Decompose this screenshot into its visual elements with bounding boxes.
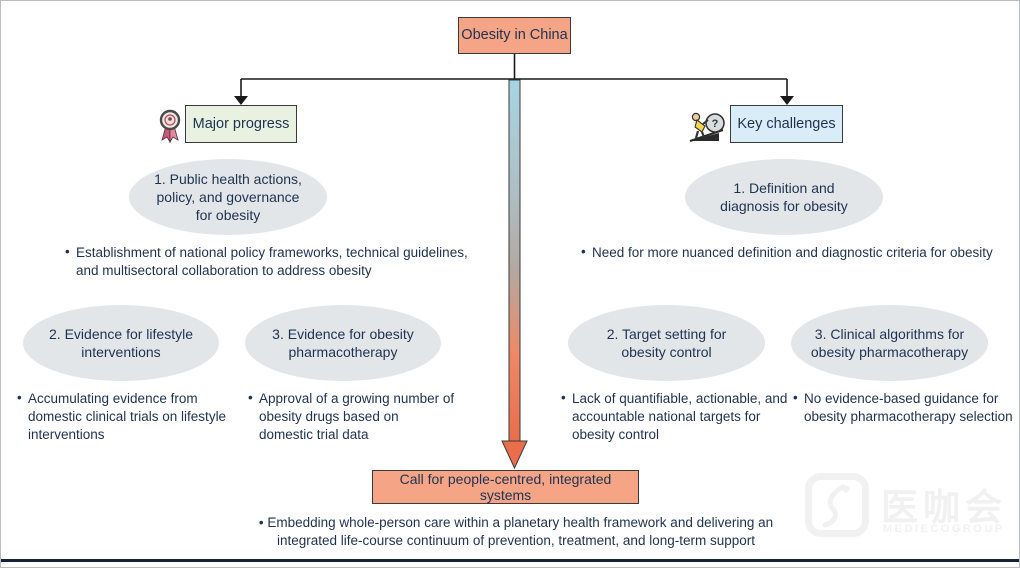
- right-bullet-2: Lack of quantifiable, actionable, and ac…: [559, 389, 791, 443]
- major-progress-label: Major progress: [192, 115, 290, 132]
- watermark-logo-frame: [805, 473, 869, 537]
- right-node-2-label: 2. Target setting for obesity control: [606, 325, 727, 360]
- watermark-english-text: MEDIECOGROUP: [883, 523, 1005, 535]
- medal-icon: [156, 109, 184, 148]
- left-bullet-1: Establishment of national policy framewo…: [63, 243, 481, 280]
- gradient-flow-bar: [508, 79, 521, 443]
- gradient-flow-arrowhead-icon: [501, 440, 528, 470]
- right-node-3-clinical-algorithms: 3. Clinical algorithms for obesity pharm…: [791, 305, 988, 381]
- left-node-2-lifestyle: 2. Evidence for lifestyle interventions: [23, 305, 219, 381]
- left-node-3-pharmacotherapy: 3. Evidence for obesity pharmacotherapy: [245, 305, 441, 381]
- left-node-1-public-health: 1. Public health actions, policy, and go…: [129, 159, 327, 235]
- right-node-1-definition: 1. Definition and diagnosis for obesity: [685, 159, 883, 235]
- root-box-label: Obesity in China: [461, 27, 568, 44]
- right-node-3-label: 3. Clinical algorithms for obesity pharm…: [810, 325, 969, 360]
- call-box-people-centred: Call for people-centred, integrated syst…: [372, 470, 639, 504]
- watermark: 医咖会 MEDIECOGROUP: [799, 469, 1004, 561]
- left-bullet-3: Approval of a growing number of obesity …: [246, 389, 456, 443]
- svg-text:?: ?: [712, 118, 719, 130]
- left-arrowhead-icon: [234, 96, 248, 105]
- right-bullet-3: No evidence-based guidance for obesity p…: [791, 389, 1016, 426]
- right-node-1-label: 1. Definition and diagnosis for obesity: [720, 179, 848, 214]
- left-node-3-label: 3. Evidence for obesity pharmacotherapy: [272, 325, 414, 360]
- key-challenges-label: Key challenges: [737, 115, 836, 132]
- bottom-rule: [1, 559, 1019, 562]
- key-challenges-header: Key challenges: [730, 105, 843, 143]
- left-node-2-label: 2. Evidence for lifestyle interventions: [49, 325, 193, 360]
- right-arrowhead-icon: [780, 96, 794, 105]
- right-bullet-1: Need for more nuanced definition and dia…: [579, 243, 1019, 262]
- root-box-obesity-in-china: Obesity in China: [458, 17, 571, 54]
- footer-bullet: Embedding whole-person care within a pla…: [246, 514, 786, 550]
- call-box-label: Call for people-centred, integrated syst…: [399, 470, 612, 503]
- left-bullet-2: Accumulating evidence from domestic clin…: [15, 389, 233, 443]
- left-node-1-label: 1. Public health actions, policy, and go…: [154, 170, 302, 224]
- person-pushing-boulder-icon: ?: [689, 107, 729, 150]
- watermark-logo-glyph: [822, 484, 850, 528]
- right-node-2-target-setting: 2. Target setting for obesity control: [568, 305, 765, 381]
- watermark-chinese-text: 医咖会: [881, 487, 1007, 528]
- major-progress-header: Major progress: [185, 105, 297, 143]
